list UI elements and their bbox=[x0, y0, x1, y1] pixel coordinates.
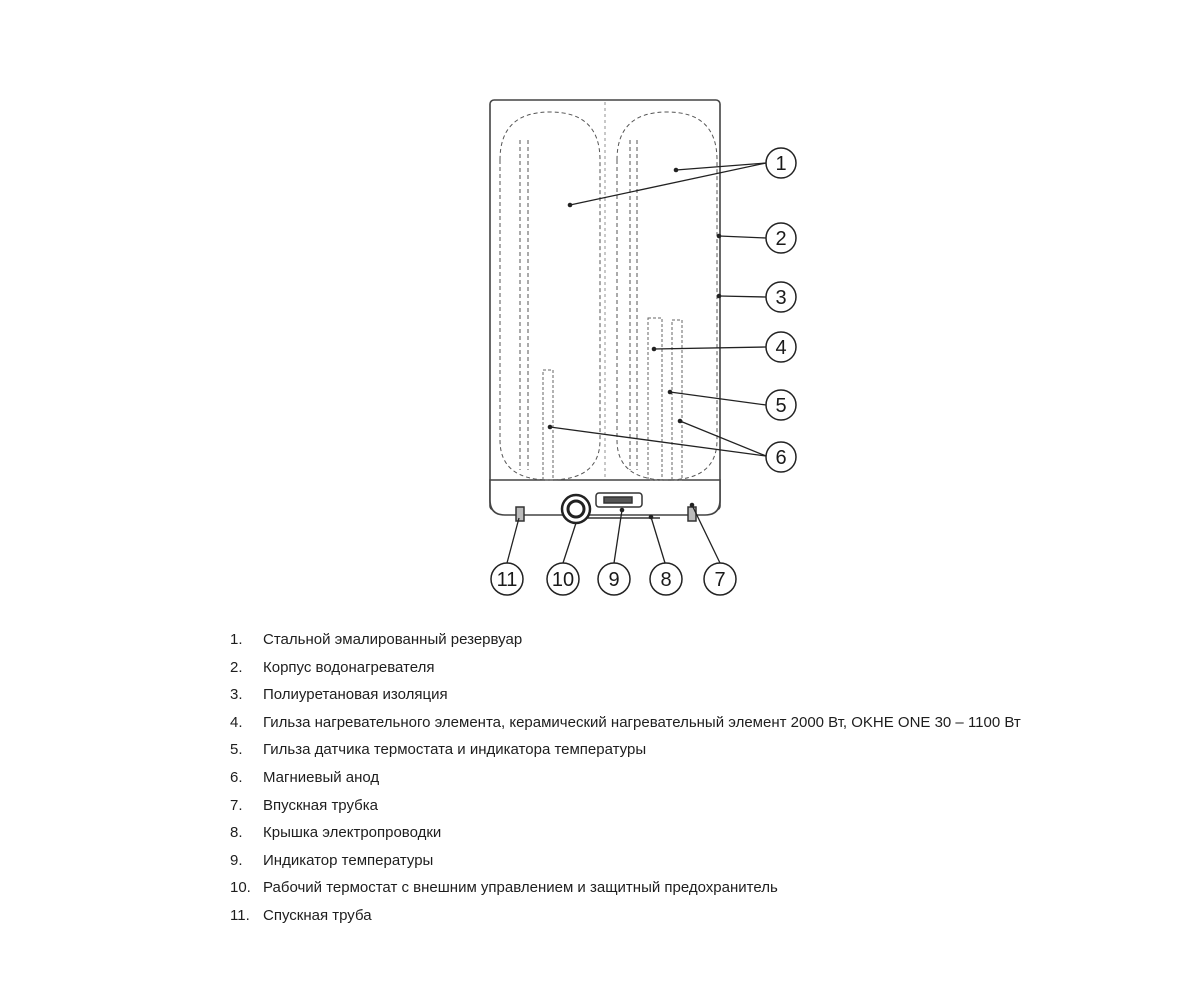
legend-text: Гильза датчика термостата и индикатора т… bbox=[263, 741, 647, 759]
svg-text:11: 11 bbox=[497, 569, 518, 591]
callout-5: 5 bbox=[765, 389, 797, 421]
svg-text:5: 5 bbox=[775, 395, 786, 417]
legend-item-7: 7. Впускная трубка bbox=[230, 792, 1083, 820]
legend-text: Рабочий термостат с внешним управлением … bbox=[263, 879, 778, 897]
legend-item-6: 6. Магниевый анод bbox=[230, 764, 1083, 792]
anode-left bbox=[542, 369, 554, 481]
legend-item-3: 3. Полиуретановая изоляция bbox=[230, 681, 1083, 709]
leader-dots bbox=[547, 167, 722, 520]
legend-number: 11. bbox=[230, 906, 250, 924]
legend-number: 8. bbox=[230, 824, 243, 842]
left-tank bbox=[499, 111, 601, 481]
callout-10: 10 bbox=[546, 562, 580, 596]
svg-text:8: 8 bbox=[660, 569, 671, 591]
legend-item-8: 8. Крышка электропроводки bbox=[230, 819, 1083, 847]
legend-text: Впускная трубка bbox=[263, 796, 378, 814]
callout-2: 2 bbox=[765, 222, 797, 254]
legend-text: Стальной эмалированный резервуар bbox=[263, 631, 523, 648]
callout-11: 11 bbox=[490, 562, 524, 596]
legend-item-2: 2. Корпус водонагревателя bbox=[230, 654, 1083, 682]
legend-number: 1. bbox=[230, 631, 243, 648]
callout-3: 3 bbox=[765, 281, 797, 313]
legend-number: 10. bbox=[230, 879, 251, 897]
legend-item-10: 10. Рабочий термостат с внешним управлени… bbox=[230, 874, 1083, 902]
thermostat-knob bbox=[560, 493, 592, 525]
svg-text:3: 3 bbox=[775, 287, 786, 309]
legend-item-11: 11. Спускная труба bbox=[230, 902, 1083, 930]
bottom-fittings bbox=[515, 492, 697, 522]
svg-text:7: 7 bbox=[714, 569, 725, 591]
legend-number: 7. bbox=[230, 796, 243, 814]
legend-number: 6. bbox=[230, 768, 243, 786]
svg-text:1: 1 bbox=[775, 153, 786, 175]
legend-text: Спускная труба bbox=[263, 906, 372, 924]
parts-legend: 1. Стальной эмалированный резервуар 2. Кор… bbox=[230, 626, 1083, 930]
callout-8: 8 bbox=[649, 562, 683, 596]
legend-number: 2. bbox=[230, 658, 243, 676]
svg-text:6: 6 bbox=[775, 447, 786, 469]
legend-text: Гильза нагревательного элемента, керамич… bbox=[263, 713, 1021, 731]
svg-text:4: 4 bbox=[775, 337, 786, 359]
legend-text: Магниевый анод bbox=[263, 768, 380, 786]
legend-text: Крышка электропроводки bbox=[263, 824, 442, 842]
legend-number: 3. bbox=[230, 686, 243, 704]
legend-item-9: 9. Индикатор температуры bbox=[230, 847, 1083, 875]
legend-item-4: 4. Гильза нагревательного элемента, керам… bbox=[230, 709, 1083, 737]
callout-9: 9 bbox=[597, 562, 631, 596]
legend-item-1: 1. Стальной эмалированный резервуар bbox=[230, 626, 1083, 654]
legend-item-5: 5. Гильза датчика термостата и индикатора… bbox=[230, 736, 1083, 764]
heating-element-sleeve bbox=[647, 317, 683, 481]
legend-text: Полиуретановая изоляция bbox=[263, 686, 448, 704]
water-heater-diagram: 1 2 3 4 5 6 7 8 9 10 11 bbox=[489, 99, 797, 596]
svg-text:2: 2 bbox=[775, 228, 786, 250]
heater-body bbox=[489, 99, 721, 516]
legend-number: 5. bbox=[230, 741, 243, 759]
callout-1: 1 bbox=[765, 147, 797, 179]
leader-lines bbox=[506, 162, 767, 564]
callout-4: 4 bbox=[765, 331, 797, 363]
svg-text:10: 10 bbox=[552, 569, 574, 591]
callout-6: 6 bbox=[765, 441, 797, 473]
legend-number: 4. bbox=[230, 713, 243, 731]
legend-text: Корпус водонагревателя bbox=[263, 658, 435, 676]
legend-text: Индикатор температуры bbox=[263, 851, 434, 869]
legend-number: 9. bbox=[230, 851, 243, 869]
right-tank bbox=[616, 111, 718, 481]
callout-7: 7 bbox=[703, 562, 737, 596]
svg-text:9: 9 bbox=[608, 569, 619, 591]
